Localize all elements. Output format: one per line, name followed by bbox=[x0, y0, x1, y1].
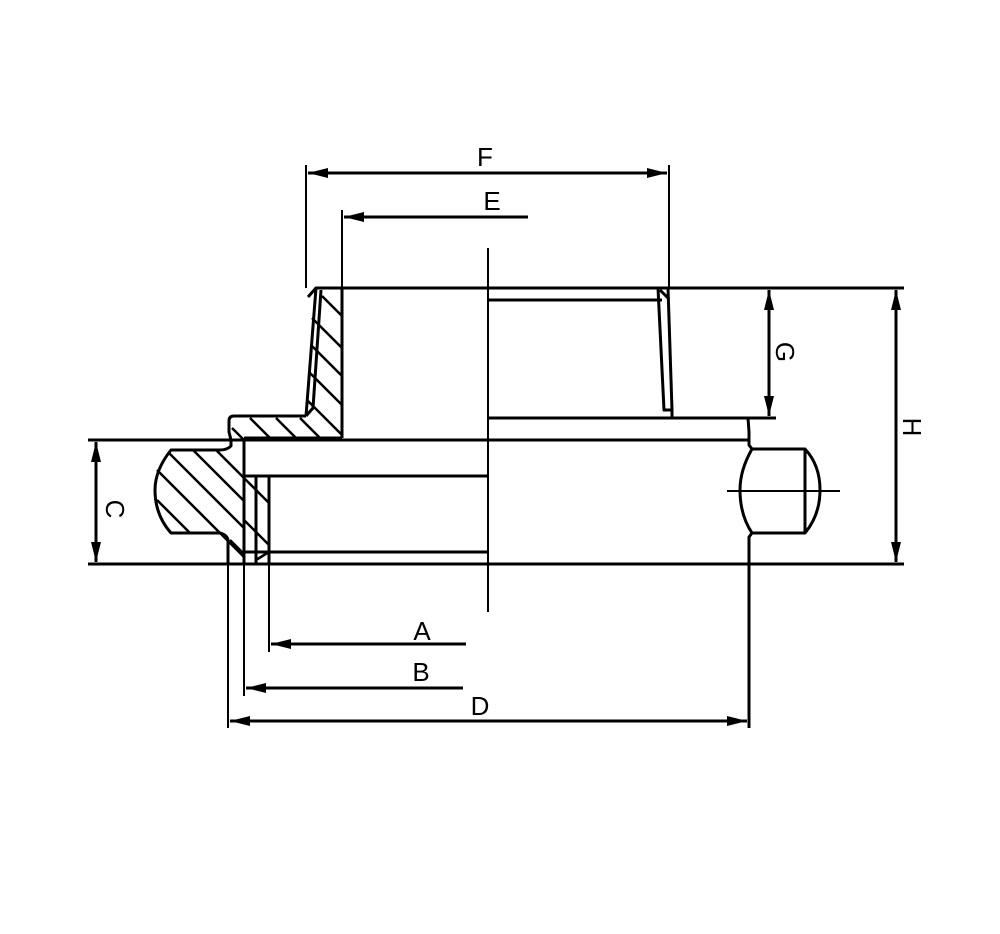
dimension-label-B: B bbox=[412, 657, 429, 687]
dimension-B: B bbox=[246, 657, 463, 693]
dimension-label-A: A bbox=[413, 616, 431, 646]
dimension-label-D: D bbox=[471, 691, 490, 721]
dimension-D: D bbox=[230, 691, 747, 726]
dimension-label-H: H bbox=[897, 418, 927, 437]
dimension-E: E bbox=[344, 186, 528, 222]
dimension-C: C bbox=[91, 442, 130, 562]
dimension-label-C: C bbox=[100, 500, 130, 519]
tube-section-left bbox=[304, 286, 344, 438]
dimension-H: H bbox=[891, 290, 927, 562]
dimension-G: G bbox=[764, 290, 800, 416]
dimension-A: A bbox=[271, 616, 466, 649]
tube-wall-right bbox=[656, 287, 674, 412]
dimension-label-E: E bbox=[483, 186, 500, 216]
dimension-F: F bbox=[308, 142, 667, 178]
clamp-bead-right bbox=[727, 417, 840, 728]
dimension-label-F: F bbox=[477, 142, 493, 172]
clamp-bead-left-section bbox=[153, 440, 271, 564]
dimension-label-G: G bbox=[770, 342, 800, 362]
flange-shoulder-section bbox=[227, 414, 342, 441]
